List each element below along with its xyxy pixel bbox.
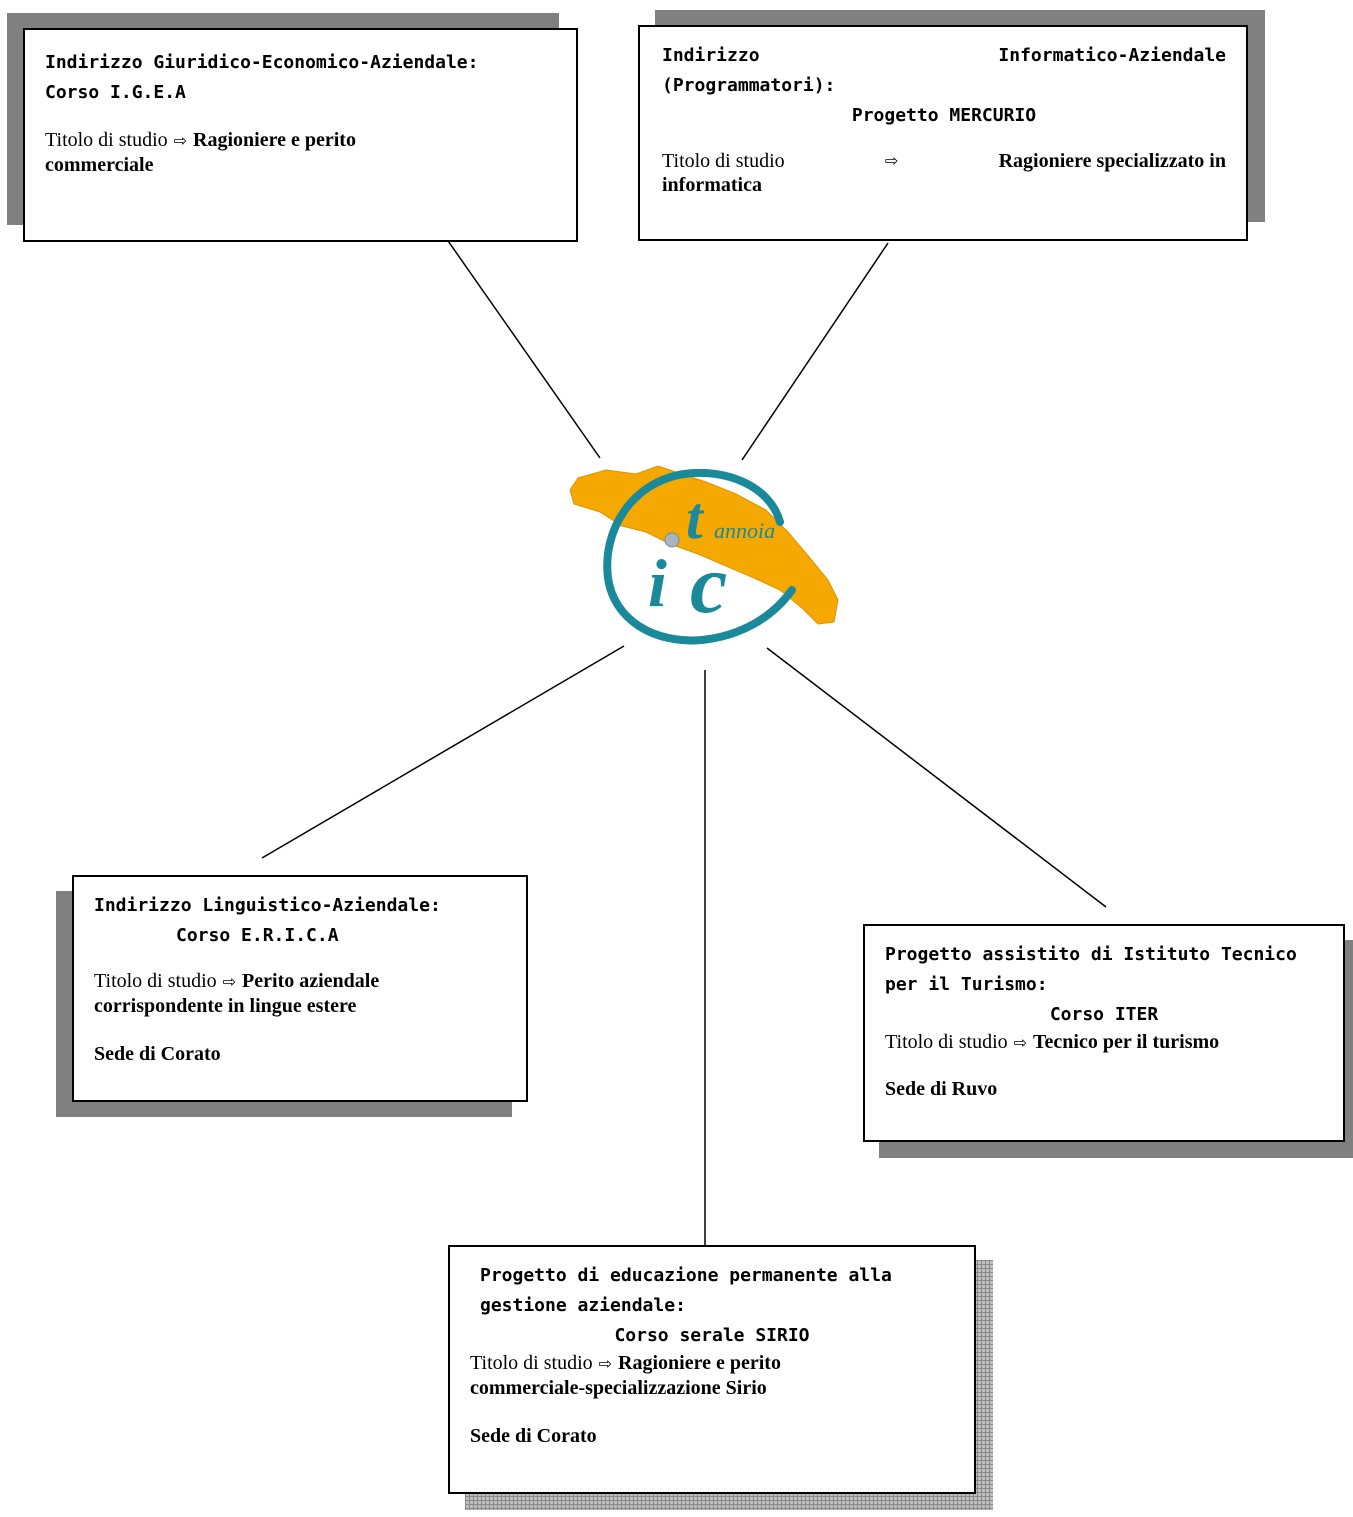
mercurio-degree-line1: Ragioniere specializzato in: [998, 150, 1226, 172]
erica-degree: Titolo di studio ⇨ Perito aziendale corris…: [94, 969, 506, 1018]
igea-degree-line1: Ragioniere e perito: [193, 129, 356, 151]
arrow-icon: ⇨: [1013, 1033, 1028, 1052]
igea-box: Indirizzo Giuridico-Economico-Aziendale:…: [23, 28, 578, 242]
mercurio-box: Indirizzo Informatico-Aziendale (Program…: [638, 25, 1248, 241]
sirio-degree-line1: Ragioniere e perito: [618, 1352, 781, 1374]
arrow-icon: ⇨: [598, 1354, 613, 1373]
logo-letter-i: i: [648, 545, 667, 621]
mercurio-heading-right: Informatico-Aziendale: [998, 45, 1226, 66]
iter-degree: Titolo di studio ⇨ Tecnico per il turismo: [885, 1030, 1323, 1055]
iter-box: Progetto assistito di Istituto Tecnico p…: [863, 924, 1345, 1142]
sirio-degree-label: Titolo di studio: [470, 1352, 593, 1374]
mercurio-course: Progetto MERCURIO: [851, 105, 1037, 126]
iter-degree-value: Tecnico per il turismo: [1033, 1031, 1220, 1053]
map-dot: [664, 532, 680, 548]
logo-letter-t: t: [686, 485, 705, 551]
sirio-seat: Sede di Corato: [470, 1425, 597, 1447]
igea-degree-label: Titolo di studio: [45, 129, 168, 151]
erica-course: Corso E.R.I.C.A: [176, 925, 339, 946]
iter-degree-label: Titolo di studio: [885, 1031, 1008, 1053]
arrow-icon: ⇨: [222, 972, 237, 991]
igea-course: Corso I.G.E.A: [45, 82, 186, 103]
erica-seat: Sede di Corato: [94, 1043, 221, 1065]
mercurio-heading-line2: (Programmatori):: [662, 75, 836, 96]
erica-degree-label: Titolo di studio: [94, 970, 217, 992]
mercurio-heading-left: Indirizzo: [662, 45, 760, 66]
igea-heading: Indirizzo Giuridico-Economico-Aziendale:: [45, 52, 479, 73]
erica-degree-line1: Perito aziendale: [242, 970, 380, 992]
sirio-heading-line1: Progetto di educazione permanente alla: [480, 1265, 892, 1286]
sirio-course: Corso serale SIRIO: [614, 1325, 810, 1346]
iter-heading-line2: per il Turismo:: [885, 974, 1048, 995]
logo-letter-c: c: [690, 538, 727, 631]
mercurio-heading: Indirizzo Informatico-Aziendale: [662, 41, 1226, 71]
erica-degree-line2: corrispondente in lingue estere: [94, 995, 357, 1017]
mercurio-degree-line2: informatica: [662, 174, 762, 196]
mercurio-degree-label: Titolo di studio: [662, 150, 785, 172]
sirio-degree-line2: commerciale-specializzazione Sirio: [470, 1377, 767, 1399]
itc-tannoia-logo: t i c annoia: [566, 460, 841, 650]
sirio-box: Progetto di educazione permanente alla g…: [448, 1245, 976, 1494]
mercurio-degree: Titolo di studio ⇨ Ragioniere specializz…: [662, 149, 1226, 197]
connector-igea: [431, 217, 601, 459]
sirio-heading-line2: gestione aziendale:: [480, 1295, 686, 1316]
arrow-icon: ⇨: [173, 131, 188, 150]
iter-course: Corso ITER: [1049, 1004, 1159, 1025]
logo-wordmark: annoia: [714, 518, 775, 543]
connector-mercurio: [741, 242, 889, 461]
igea-degree-line2: commerciale: [45, 154, 154, 176]
iter-seat: Sede di Ruvo: [885, 1078, 998, 1100]
at-circle: [603, 468, 796, 645]
sirio-degree: Titolo di studio ⇨ Ragioniere e perito com…: [470, 1351, 954, 1400]
connector-iter: [766, 647, 1107, 908]
igea-degree: Titolo di studio ⇨ Ragioniere e perito com…: [45, 128, 556, 177]
erica-heading: Indirizzo Linguistico-Aziendale:: [94, 895, 441, 916]
erica-box: Indirizzo Linguistico-Aziendale: Corso E…: [72, 875, 528, 1102]
iter-heading-line1: Progetto assistito di Istituto Tecnico: [885, 944, 1297, 965]
connector-erica: [261, 645, 625, 859]
arrow-icon: ⇨: [884, 151, 899, 170]
